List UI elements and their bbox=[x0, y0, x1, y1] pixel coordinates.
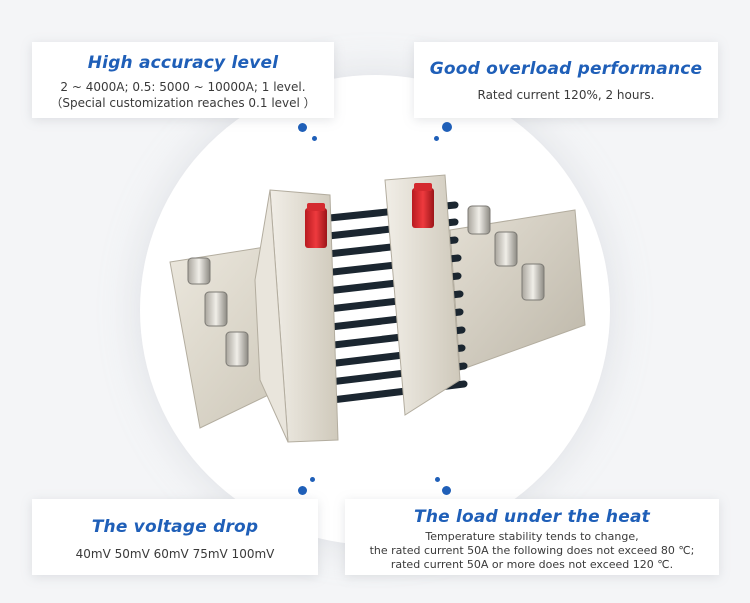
connector-dot-icon bbox=[442, 486, 451, 495]
connector-dot-icon bbox=[434, 136, 439, 141]
feature-card-voltage-drop: The voltage drop 40mV 50mV 60mV 75mV 100… bbox=[32, 499, 318, 575]
feature-text-accuracy-line2: （Special customization reaches 0.1 level… bbox=[50, 96, 316, 110]
terminal-red-left bbox=[305, 203, 327, 248]
feature-text-accuracy-line1: 2 ~ 4000A; 0.5: 5000 ~ 10000A; 1 level. bbox=[60, 80, 306, 94]
connector-dot-icon bbox=[298, 486, 307, 495]
feature-card-accuracy: High accuracy level 2 ~ 4000A; 0.5: 5000… bbox=[32, 42, 334, 118]
feature-title-voltage-drop: The voltage drop bbox=[91, 517, 259, 537]
connector-dot-icon bbox=[298, 123, 307, 132]
feature-text-heat-line1: Temperature stability tends to change, bbox=[425, 530, 639, 543]
connector-dot-icon bbox=[312, 136, 317, 141]
feature-title-overload: Good overload performance bbox=[429, 59, 703, 79]
feature-title-accuracy: High accuracy level bbox=[87, 53, 279, 73]
feature-card-overload: Good overload performance Rated current … bbox=[414, 42, 718, 118]
current-shunt-image bbox=[169, 174, 586, 443]
feature-text-heat-line3: rated current 50A or more does not excee… bbox=[390, 558, 674, 571]
connector-dot-icon bbox=[310, 477, 315, 482]
feature-text-overload-line1: Rated current 120%, 2 hours. bbox=[477, 88, 655, 102]
feature-text-heat-line2: the rated current 50A the following does… bbox=[369, 544, 695, 557]
feature-card-heat-load: The load under the heat Temperature stab… bbox=[345, 499, 719, 575]
feature-text-voltage-drop: 40mV 50mV 60mV 75mV 100mV bbox=[75, 547, 275, 561]
feature-title-heat-load: The load under the heat bbox=[414, 507, 650, 527]
connector-dot-icon bbox=[442, 122, 452, 132]
connector-dot-icon bbox=[435, 477, 440, 482]
